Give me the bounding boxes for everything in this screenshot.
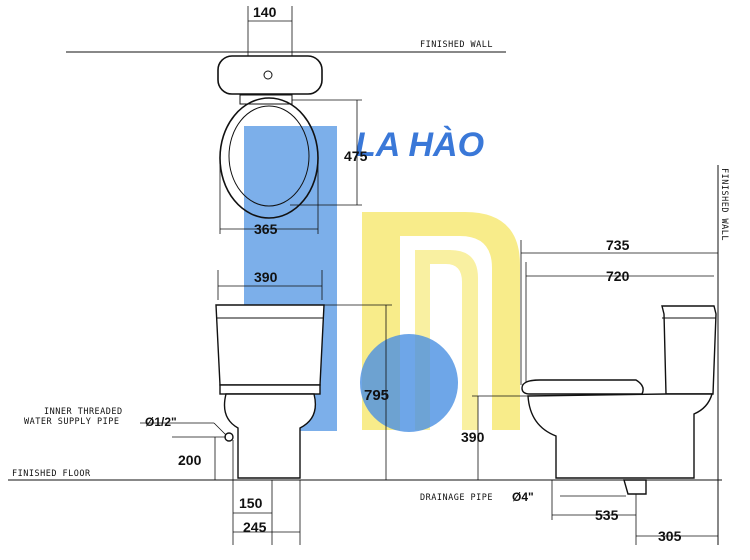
dim-seat-width: 365 xyxy=(254,221,278,237)
finished-wall-top-label: FINISHED WALL xyxy=(420,40,493,50)
dim-front-tank-width: 390 xyxy=(254,269,278,285)
dim-pipe-offset: 150 xyxy=(239,495,263,511)
supply-pipe-label-line2: WATER SUPPLY PIPE xyxy=(24,417,120,427)
dim-seat-depth: 475 xyxy=(344,148,368,164)
finished-wall-side-label: FINISHED WALL xyxy=(719,168,729,241)
side-tank-outline xyxy=(661,305,717,395)
dim-seat-height: 390 xyxy=(461,429,485,445)
side-seat-outline xyxy=(521,379,644,395)
dim-side-bowl-length: 720 xyxy=(606,268,630,284)
side-view: 735 720 390 DRAINAGE PIPE Ø4" 535 305 xyxy=(420,237,718,545)
seat-hinge xyxy=(239,94,293,105)
logo-yellow-arch-inner xyxy=(415,250,478,430)
front-view: 390 795 INNER THREADED WATER SUPPLY PIPE… xyxy=(24,269,392,545)
supply-pipe-label-line1: INNER THREADED xyxy=(44,407,123,417)
dim-top-tank-width: 140 xyxy=(253,4,277,20)
dim-supply-height: 200 xyxy=(178,452,202,468)
finished-floor-label: FINISHED FLOOR xyxy=(12,469,91,479)
top-seat-inner xyxy=(228,105,310,207)
front-seat-band xyxy=(219,384,321,395)
drain-pipe xyxy=(623,479,647,495)
logo-blue-circle xyxy=(360,334,458,432)
dim-side-total-length: 735 xyxy=(606,237,630,253)
drainage-label: DRAINAGE PIPE xyxy=(420,493,493,503)
supply-pipe-size: Ø1/2" xyxy=(145,415,177,429)
side-bowl-outline xyxy=(527,393,713,479)
top-tank-outline xyxy=(217,55,323,95)
dim-drain-from-front: 535 xyxy=(595,507,619,523)
dim-total-height: 795 xyxy=(364,387,389,404)
drainage-size: Ø4" xyxy=(512,490,534,504)
supply-pipe-point xyxy=(224,432,234,442)
top-view: 140 475 365 xyxy=(217,4,368,237)
top-bowl-outline xyxy=(219,97,319,219)
logo-brand-text: LA HÀO xyxy=(355,126,484,164)
dim-supply-offset: 245 xyxy=(243,519,267,535)
front-bowl-outline xyxy=(223,393,317,479)
dim-drain-from-wall: 305 xyxy=(658,528,682,544)
front-tank-outline xyxy=(215,304,325,386)
flush-button xyxy=(263,70,273,80)
la-hao-logo: LA HÀO xyxy=(244,126,520,432)
